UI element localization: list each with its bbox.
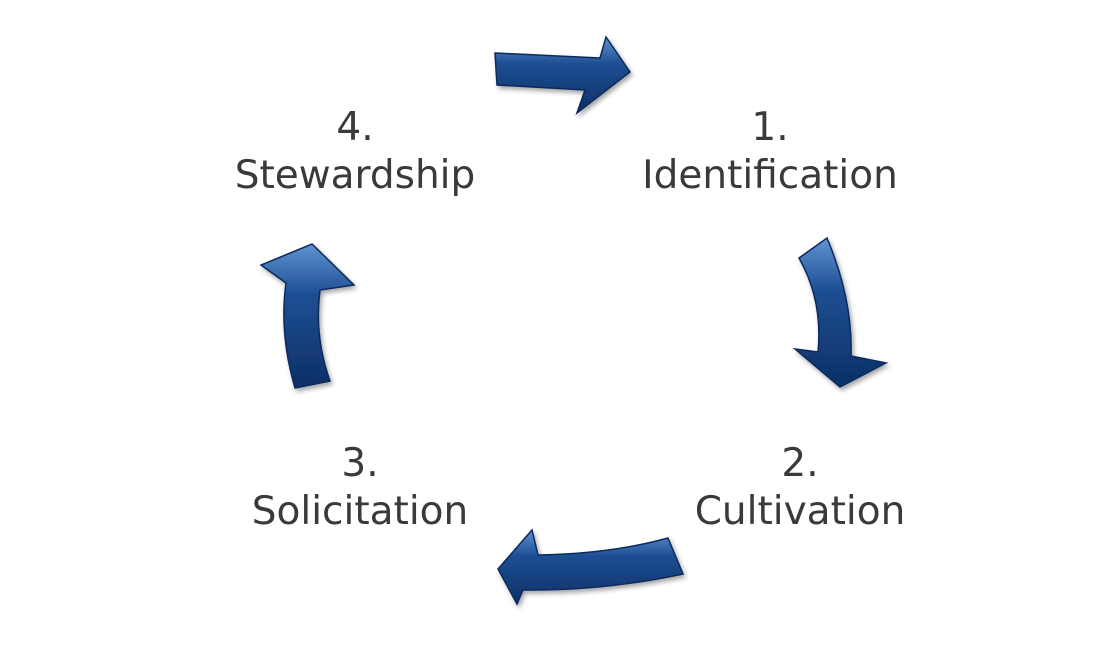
step-4-label: Stewardship	[234, 153, 476, 198]
step-1-number: 1.	[751, 105, 789, 150]
arrow-to-solicitation	[497, 528, 685, 606]
step-cultivation: 2. Cultivation	[645, 440, 955, 536]
step-stewardship: 4. Stewardship	[195, 104, 515, 200]
arrow-to-stewardship	[259, 243, 356, 389]
step-1-label: Identification	[642, 153, 898, 198]
arrow-to-identification	[494, 35, 632, 116]
step-4-number: 4.	[336, 105, 374, 150]
arrow-to-cultivation	[792, 236, 889, 388]
step-identification: 1. Identification	[620, 104, 920, 200]
step-2-number: 2.	[781, 441, 819, 486]
step-solicitation: 3. Solicitation	[210, 440, 510, 536]
step-3-label: Solicitation	[251, 489, 469, 534]
step-3-number: 3.	[341, 441, 379, 486]
step-2-label: Cultivation	[694, 489, 906, 534]
